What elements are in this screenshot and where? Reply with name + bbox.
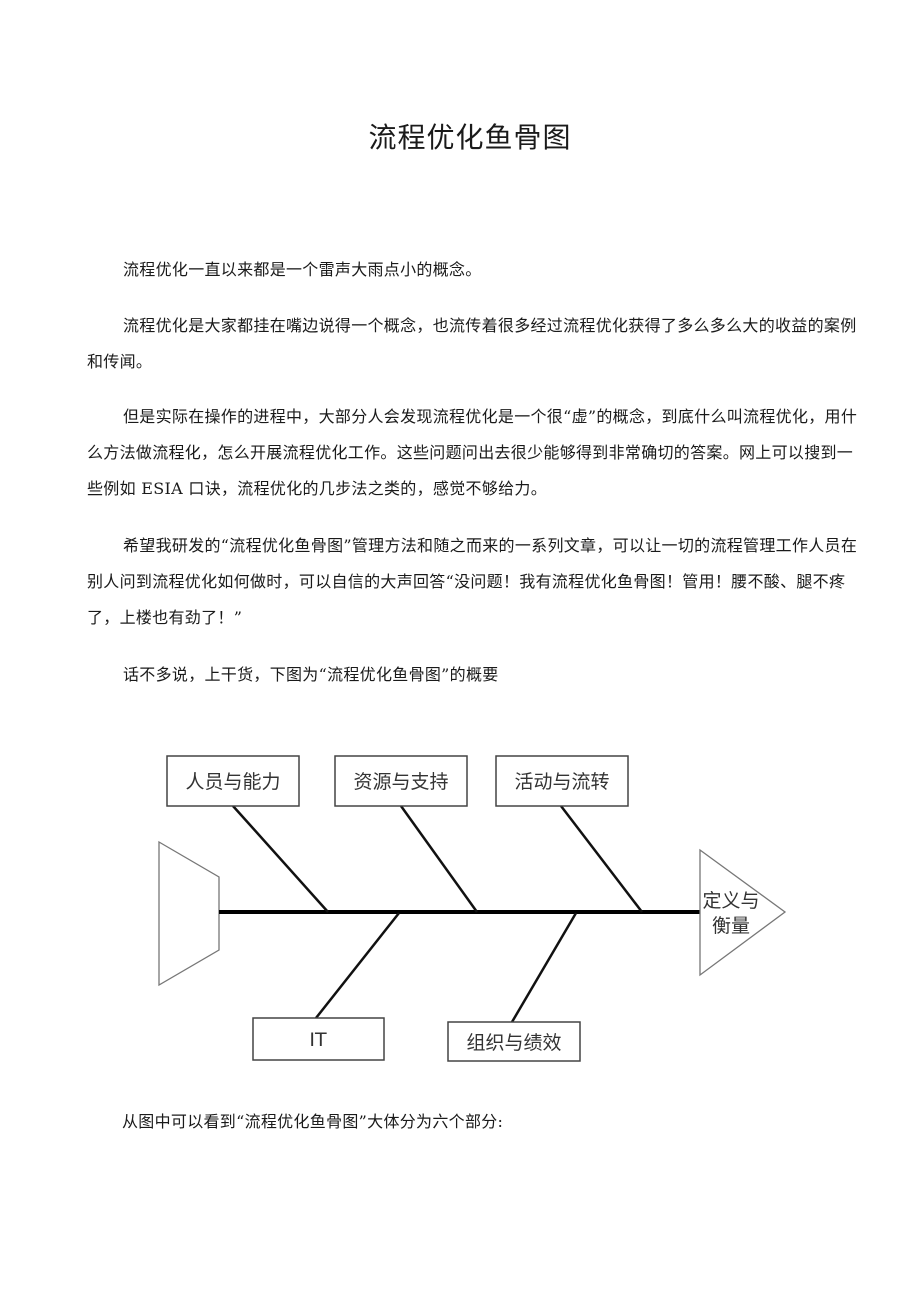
head-label-line2: 衡量 [712,915,750,937]
paragraph-3: 但是实际在操作的进程中，大部分人会发现流程优化是一个很“虚”的概念，到底什么叫流… [87,407,858,498]
paragraph-6: 从图中可以看到“流程优化鱼骨图”大体分为六个部分: [122,1112,504,1131]
cause-box-organization: 组织与绩效 [447,1021,581,1062]
fish-tail-shape [158,840,220,987]
cause-label-it: IT [309,1029,327,1051]
paragraph-1: 流程优化一直以来都是一个雷声大雨点小的概念。 [123,260,482,279]
cause-label-people: 人员与能力 [185,771,280,793]
cause-box-it: IT [252,1017,385,1061]
paragraph-2: 流程优化是大家都挂在嘴边说得一个概念，也流传着很多经过流程优化获得了多么多么大的… [87,316,857,371]
paragraph-4: 希望我研发的“流程优化鱼骨图”管理方法和随之而来的一系列文章，可以让一切的流程管… [87,536,858,627]
bone-top-3 [560,805,643,913]
fish-head-shape [699,848,787,977]
bone-top-1 [232,805,329,913]
bone-top-2 [399,805,479,913]
paragraph-5: 话不多说，上干货，下图为“流程优化鱼骨图”的概要 [123,665,499,684]
cause-box-people: 人员与能力 [166,755,300,807]
cause-box-resources: 资源与支持 [334,755,468,807]
head-label-line1: 定义与 [702,890,759,912]
cause-label-resources: 资源与支持 [353,771,448,793]
cause-box-activities: 活动与流转 [495,755,629,807]
bone-bottom-1 [315,912,400,1019]
cause-label-activities: 活动与流转 [514,771,609,793]
page-title: 流程优化鱼骨图 [368,121,572,154]
cause-label-organization: 组织与绩效 [466,1032,561,1054]
bone-bottom-2 [510,912,578,1023]
